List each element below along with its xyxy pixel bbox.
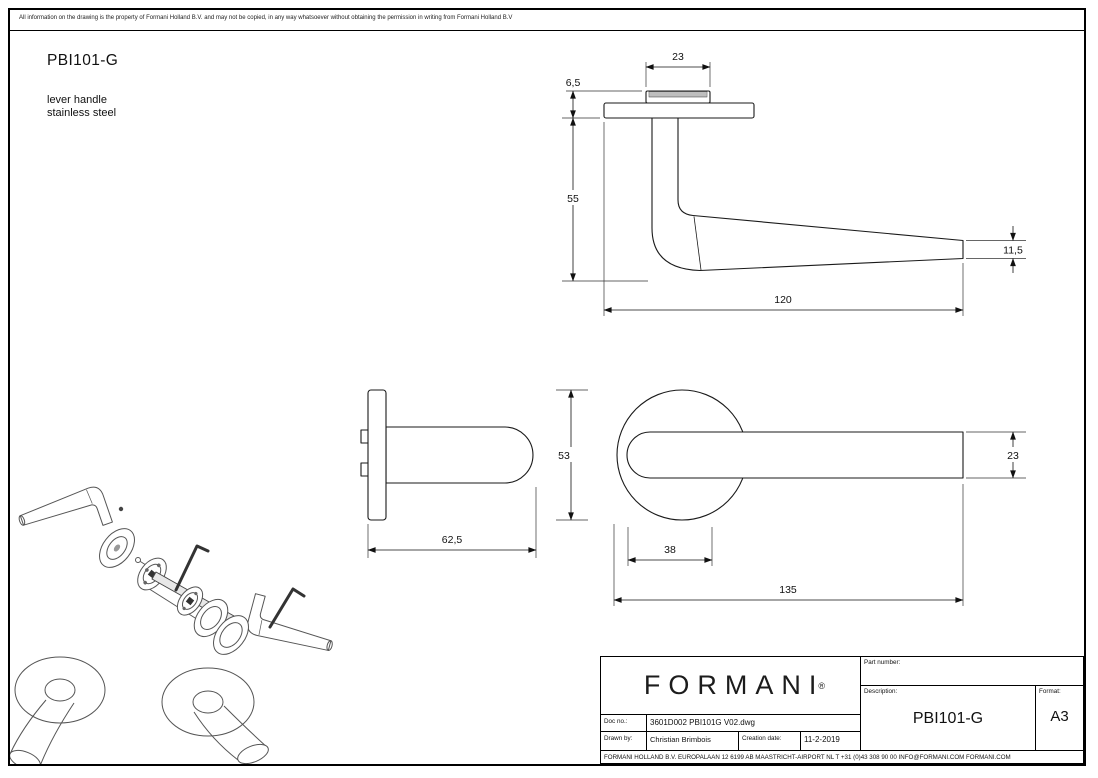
assembled-handles-illustration: [10, 656, 269, 764]
front-view: [616, 389, 964, 521]
doc-no-value: 3601D002 PBI101G V02.dwg: [650, 718, 755, 727]
title-block-right: Part number: Description: PBI101-G Forma…: [861, 657, 1083, 750]
side-view-dimensions: 23 6,5 55 11,5: [560, 51, 1026, 316]
company-footer: FORMANI HOLLAND B.V. EUROPALAAN 12 6199 …: [601, 750, 1083, 763]
formani-logo: FORMANI®: [601, 657, 860, 715]
brand-name: FORMANI: [643, 670, 825, 700]
product-description-line1: lever handle: [47, 94, 107, 106]
dim-rose-height: 6,5: [566, 77, 581, 89]
product-description-line2: stainless steel: [47, 107, 117, 119]
title-block: FORMANI® Doc no.: 3601D002 PBI101G V02.d…: [600, 656, 1084, 764]
exploded-lever-a: [16, 483, 113, 552]
rose-plate-side: [603, 102, 755, 119]
profile-view-dimensions: 62,5: [367, 487, 537, 558]
product-description: lever handle stainless steel: [47, 94, 116, 120]
drawn-by-label: Drawn by:: [601, 732, 647, 750]
allen-key-1: [174, 544, 210, 592]
dim-projection: 62,5: [442, 534, 463, 546]
registered-mark: ®: [818, 680, 826, 691]
elbow-junction-line: [693, 216, 702, 271]
technical-drawing-canvas: 23 6,5 55 11,5: [10, 51, 1026, 764]
doc-no-row: Doc no.: 3601D002 PBI101G V02.dwg: [601, 715, 860, 732]
format-label: Format:: [1039, 688, 1061, 695]
title-block-left: FORMANI® Doc no.: 3601D002 PBI101G V02.d…: [601, 657, 861, 750]
dim-cap-width: 23: [672, 51, 684, 63]
bearing-disc-b: [176, 586, 204, 616]
drawing-frame: All information on the drawing is the pr…: [8, 8, 1086, 766]
description-label: Description:: [864, 688, 898, 695]
format-value: A3: [1050, 708, 1069, 725]
exploded-lever-b: [244, 593, 341, 656]
drawn-by-row: Drawn by: Christian Brimbois Creation da…: [601, 732, 860, 750]
dim-rose-base-width: 38: [664, 544, 676, 556]
rose-cap-a: [99, 528, 135, 568]
dim-grip-end-height: 11,5: [1003, 245, 1023, 257]
creation-date-label: Creation date:: [739, 732, 801, 750]
assembled-handle-right: [161, 667, 269, 764]
dim-grip-length: 120: [774, 294, 792, 306]
exploded-view-illustration: [16, 483, 341, 656]
doc-no-label: Doc no.:: [601, 715, 647, 731]
dim-rose-plate-height: 53: [558, 450, 570, 462]
fixing-screw-2: [142, 584, 204, 624]
side-view: [603, 90, 964, 272]
lever-handle-side-outline: [651, 117, 964, 272]
drawn-by-value: Christian Brimbois: [647, 732, 739, 750]
product-code: PBI101-G: [47, 52, 119, 69]
description-value: PBI101-G: [912, 710, 984, 727]
lever-handle-profile-outline: [385, 426, 534, 484]
rose-plate-profile: [367, 389, 387, 521]
dim-total-length: 135: [779, 584, 797, 596]
description-cell: Description: PBI101-G: [861, 686, 1035, 750]
allen-key-2: [268, 587, 306, 629]
rose-cap-b: [213, 615, 249, 655]
lever-handle-front-outline: [626, 431, 964, 479]
assembled-handle-left: [10, 656, 106, 764]
creation-date-value: 11-2-2019: [804, 735, 840, 744]
format-cell: Format: A3: [1035, 686, 1083, 750]
dim-grip-width: 23: [1007, 450, 1019, 462]
part-number-label: Part number:: [861, 657, 1083, 686]
front-view-dimensions: 23 53 38 135: [552, 389, 1026, 606]
knurl-band: [648, 91, 708, 98]
profile-view: [360, 389, 534, 521]
dim-neck-length: 55: [567, 193, 579, 205]
grub-screw: [118, 506, 124, 512]
disclaimer-text: All information on the drawing is the pr…: [10, 10, 1084, 31]
